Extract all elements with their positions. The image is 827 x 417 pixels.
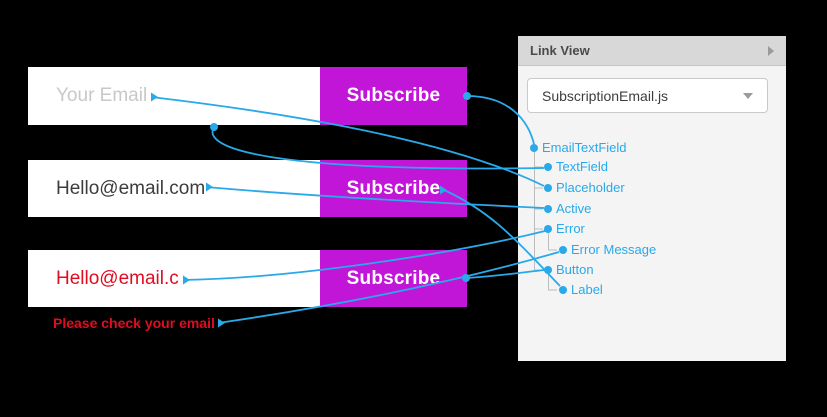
subscribe-button-default[interactable]: Subscribe [320,67,467,125]
chevron-down-icon [743,92,753,99]
tree-item-emailtextfield[interactable]: EmailTextField [542,140,627,155]
email-placeholder-text: Your Email [56,85,148,106]
subscribe-button-label: Subscribe [346,177,441,199]
tree-item-button[interactable]: Button [556,262,594,277]
email-value-text: Hello@email.com [56,177,206,199]
chevron-right-icon[interactable] [768,45,774,56]
error-message-text[interactable]: Please check your email [53,315,215,331]
link-view-panel: Link View SubscriptionEmail.js EmailText… [518,36,786,361]
subscribe-button-active[interactable]: Subscribe [320,160,467,217]
email-input-default[interactable]: Your Email [28,67,320,125]
subscribe-button-error[interactable]: Subscribe [320,250,467,307]
email-form-preview-default[interactable]: Your Email Subscribe [28,67,467,125]
file-dropdown-value: SubscriptionEmail.js [542,87,669,104]
tree-item-label[interactable]: Label [571,282,603,297]
email-error-value-text: Hello@email.c [56,267,179,289]
file-dropdown[interactable]: SubscriptionEmail.js [527,78,768,113]
tree-item-placeholder[interactable]: Placeholder [556,180,625,195]
tree-item-error-message[interactable]: Error Message [571,242,657,257]
tree-item-active[interactable]: Active [556,201,592,216]
email-form-preview-active[interactable]: Hello@email.com Subscribe [28,160,467,217]
panel-title: Link View [530,43,590,58]
subscribe-button-label: Subscribe [346,85,441,106]
email-input-error[interactable]: Hello@email.c [28,250,320,307]
panel-header: Link View [518,36,786,66]
email-input-active[interactable]: Hello@email.com [28,160,320,217]
email-form-preview-error[interactable]: Hello@email.c Subscribe [28,250,467,307]
tree-item-error[interactable]: Error [556,221,585,236]
subscribe-button-label: Subscribe [346,267,441,289]
tree-item-textfield[interactable]: TextField [556,159,609,174]
